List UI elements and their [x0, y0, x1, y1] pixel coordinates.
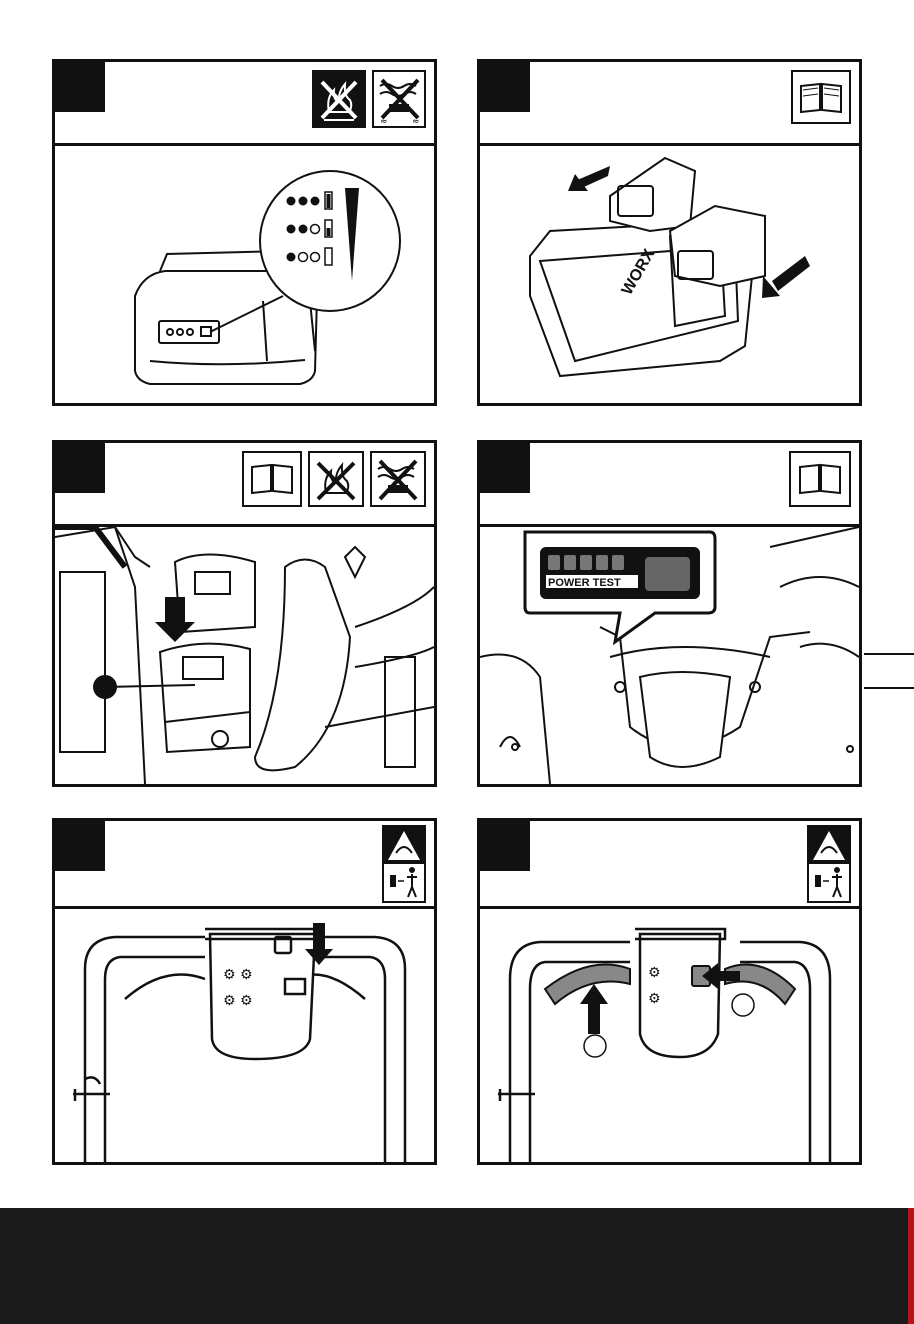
panel-header	[55, 443, 434, 527]
warning-icons	[807, 825, 851, 903]
page-footer-band	[0, 1208, 914, 1324]
svg-text:≈: ≈	[412, 117, 420, 126]
panel-header	[480, 443, 859, 527]
no-fire-icon	[308, 451, 364, 507]
step-number-box	[55, 62, 105, 112]
power-test-label: POWER TEST	[548, 577, 621, 589]
step-number-box	[480, 821, 530, 871]
manual-book-icon	[242, 451, 302, 507]
side-tab-line	[864, 687, 914, 689]
panel-battery-insert	[52, 440, 437, 787]
power-test-illustration: POWER TEST	[480, 527, 859, 784]
dual-charger-illustration: WORX	[480, 146, 859, 403]
accent-edge	[908, 1208, 914, 1324]
panel-safety-key: ⚙ ⚙ ⚙ ⚙	[52, 818, 437, 1165]
svg-text:⚙ ⚙: ⚙ ⚙	[223, 993, 253, 1009]
battery-insert-illustration	[55, 527, 434, 784]
start-lever-illustration: ⚙ ⚙	[480, 909, 859, 1162]
svg-text:⚙ ⚙: ⚙ ⚙	[223, 967, 253, 983]
panel-header	[480, 62, 859, 146]
side-tab-line	[864, 653, 914, 655]
svg-text:≈: ≈	[380, 117, 388, 126]
power-test-callout: POWER TEST	[525, 532, 715, 642]
safety-warning-icon	[807, 825, 851, 903]
battery-indicator-illustration	[55, 146, 434, 403]
step-number-box	[55, 821, 105, 871]
panel-start-lever: ⚙ ⚙	[477, 818, 862, 1165]
step-number-box	[55, 443, 105, 493]
warning-icons: ≈≈	[312, 70, 426, 128]
info-icons	[789, 451, 851, 507]
info-icons	[791, 70, 851, 124]
safety-warning-icon	[382, 825, 426, 903]
no-fire-icon	[312, 70, 366, 128]
warning-icons	[382, 825, 426, 903]
panel-header	[55, 821, 434, 909]
manual-book-icon	[789, 451, 851, 507]
panel-header	[480, 821, 859, 909]
panel-header: ≈≈	[55, 62, 434, 146]
svg-text:⚙: ⚙	[648, 991, 661, 1007]
step-number-box	[480, 443, 530, 493]
warning-icons	[242, 451, 426, 507]
no-water-icon	[370, 451, 426, 507]
panel-power-test: POWER TEST	[477, 440, 862, 787]
step-number-box	[480, 62, 530, 112]
safety-key-illustration: ⚙ ⚙ ⚙ ⚙	[55, 909, 434, 1162]
no-water-icon: ≈≈	[372, 70, 426, 128]
panel-dual-charger: WORX	[477, 59, 862, 406]
svg-text:⚙: ⚙	[648, 965, 661, 981]
panel-battery-indicator: ≈≈	[52, 59, 437, 406]
manual-book-icon	[791, 70, 851, 124]
